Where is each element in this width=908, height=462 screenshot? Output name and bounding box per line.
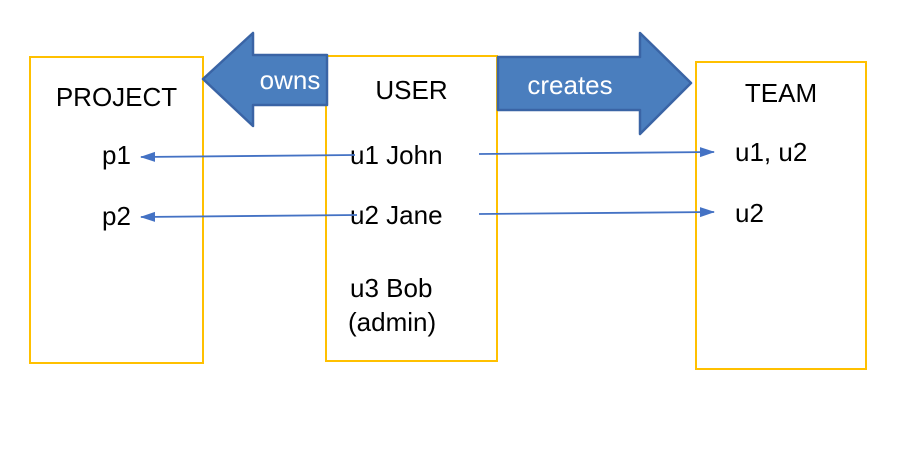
team-row-u2: u2 [735,198,764,228]
team-row-u1-u2: u1, u2 [735,137,808,167]
user-row-u3-admin: (admin) [348,307,437,337]
connector-u1-to-team-icon [478,147,715,158]
project-box-title: PROJECT [55,82,178,112]
user-box-title: USER [375,75,448,105]
user-row-u2-jane: u2 Jane [350,200,443,230]
owns-arrow-label: owns [259,65,321,95]
user-box [325,55,498,362]
creates-arrow-label: creates [527,70,613,100]
project-row-p1: p1 [102,140,131,170]
project-row-p2: p2 [102,201,131,231]
project-box [29,56,204,364]
team-box [695,61,867,370]
connector-u2-to-team-icon [478,207,715,218]
user-row-u3-bob: u3 Bob [350,273,433,303]
user-row-u1-john: u1 John [350,140,443,170]
team-box-title: TEAM [744,78,818,108]
